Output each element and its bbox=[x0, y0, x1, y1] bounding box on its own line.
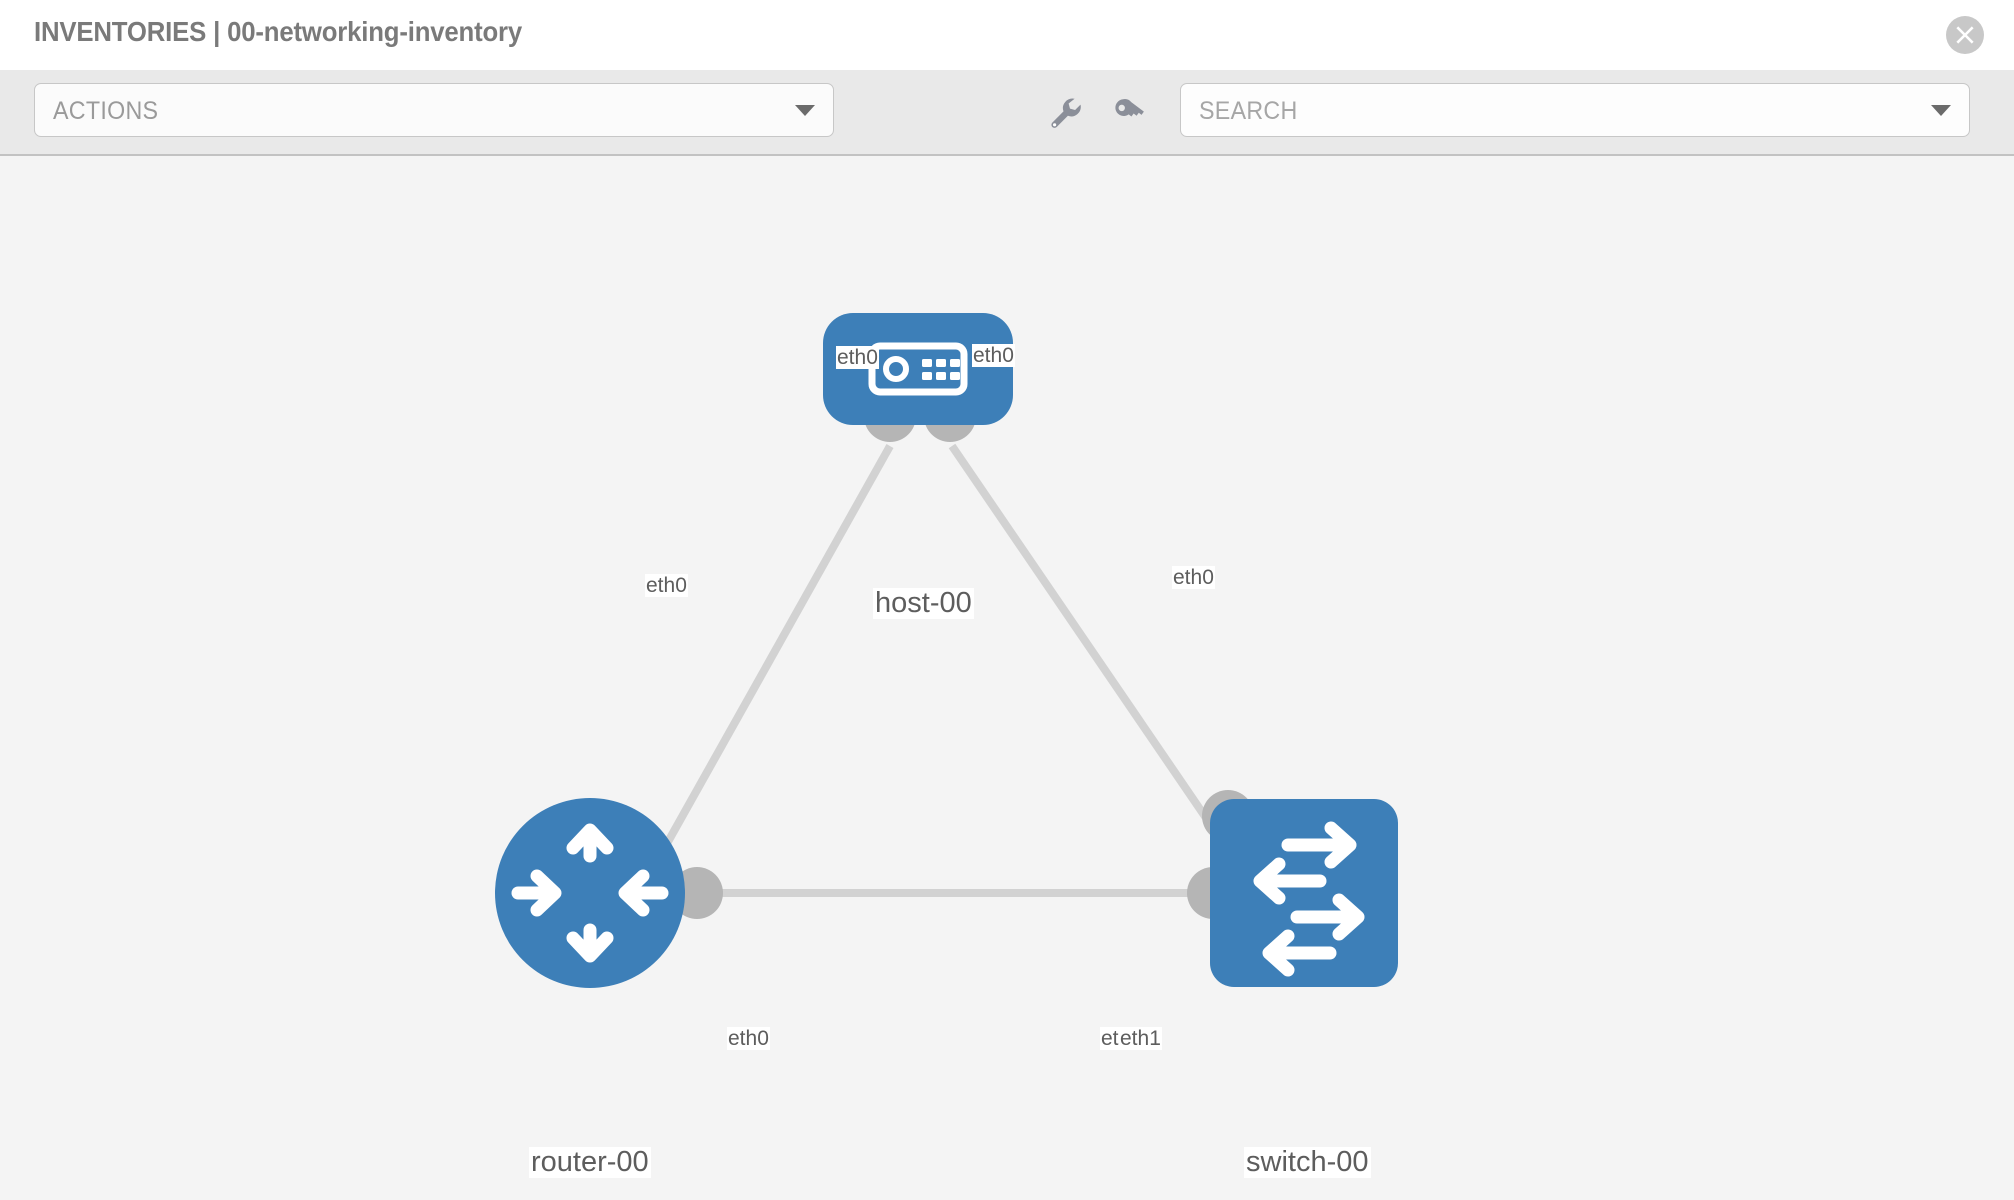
key-icon[interactable] bbox=[1110, 92, 1150, 132]
topology-canvas[interactable]: eth0 eth0 eth0 eth0 eth0 eth eth1 host-0… bbox=[0, 156, 2014, 1200]
link-host-switch bbox=[948, 443, 1236, 859]
node-label-host-00: host-00 bbox=[873, 587, 974, 620]
chevron-down-icon[interactable] bbox=[1931, 105, 1951, 116]
port-label-router-up: eth0 bbox=[645, 574, 688, 598]
page-header: INVENTORIES | 00-networking-inventory bbox=[0, 0, 2014, 70]
port-label-host-right: eth0 bbox=[972, 344, 1015, 368]
router-arrows-icon bbox=[511, 823, 669, 963]
port-circles bbox=[671, 390, 1254, 919]
toolbar: ACTIONS SEARCH bbox=[0, 70, 2014, 156]
node-switch-00[interactable] bbox=[1210, 799, 1398, 987]
node-router-00[interactable] bbox=[495, 798, 685, 988]
search-placeholder: SEARCH bbox=[1199, 97, 1298, 125]
node-label-router-00: router-00 bbox=[529, 1146, 651, 1179]
port-label-router-right: eth0 bbox=[727, 1027, 770, 1051]
chevron-down-icon bbox=[795, 105, 815, 116]
port-label-switch-up: eth0 bbox=[1172, 566, 1215, 590]
port-label-host-left: eth0 bbox=[836, 346, 879, 370]
search-input[interactable]: SEARCH bbox=[1180, 83, 1970, 137]
topology-graph bbox=[495, 313, 1398, 988]
actions-dropdown-label: ACTIONS bbox=[53, 97, 159, 125]
wrench-icon[interactable] bbox=[1045, 92, 1085, 132]
page-title: INVENTORIES | 00-networking-inventory bbox=[34, 16, 523, 47]
close-icon[interactable] bbox=[1946, 16, 1984, 54]
port-label-switch-left: eth1 bbox=[1119, 1027, 1162, 1051]
actions-dropdown[interactable]: ACTIONS bbox=[34, 83, 834, 137]
node-label-switch-00: switch-00 bbox=[1244, 1146, 1371, 1179]
switch-arrows-icon bbox=[1253, 821, 1365, 977]
link-host-router bbox=[656, 444, 894, 858]
